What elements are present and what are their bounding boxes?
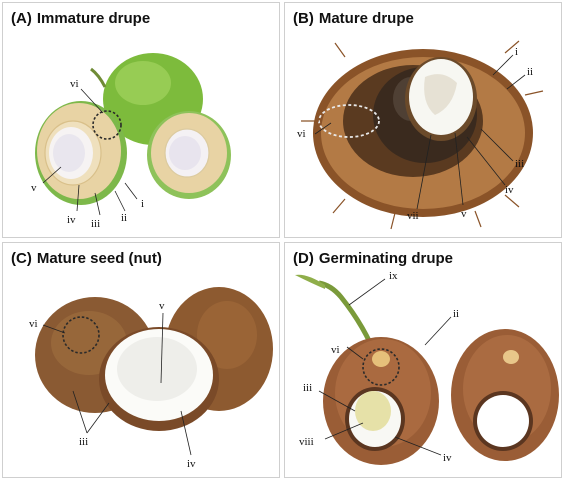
label-b-vii: vii bbox=[407, 210, 419, 222]
panel-b-illustration: i ii vi iii iv v vii bbox=[297, 40, 544, 230]
panel-d-illustration: ix ii vi iii viii iv bbox=[295, 270, 559, 465]
panel-mature-drupe: (B)Mature drupe bbox=[284, 2, 562, 238]
endosperm-cavity bbox=[424, 74, 457, 115]
panel-c-illustration: vi v iii iv bbox=[29, 287, 273, 470]
shoot-leaf bbox=[295, 274, 325, 289]
label-c-vi: vi bbox=[29, 318, 38, 330]
eye-region-circle bbox=[92, 110, 122, 140]
label-c-iii: iii bbox=[79, 436, 88, 448]
panel-d-title: (D)Germinating drupe bbox=[293, 250, 453, 267]
label-d-iii: iii bbox=[303, 382, 312, 394]
panel-d-title-text: Germinating drupe bbox=[318, 250, 454, 267]
label-d-ix: ix bbox=[389, 270, 398, 282]
embryo-eye bbox=[372, 351, 390, 367]
label-a-iii: iii bbox=[91, 218, 100, 230]
label-c-v: v bbox=[159, 300, 165, 312]
stalk bbox=[90, 67, 107, 88]
panel-c-tag: (C) bbox=[11, 250, 32, 267]
label-d-vi: vi bbox=[331, 344, 340, 356]
label-b-v: v bbox=[461, 208, 467, 220]
right-half-cavity bbox=[169, 136, 201, 170]
label-b-ii: ii bbox=[527, 66, 533, 78]
label-b-iii: iii bbox=[515, 158, 524, 170]
label-d-ii: ii bbox=[453, 308, 459, 320]
germinating-right-eye bbox=[503, 350, 519, 364]
cut-half-inner bbox=[117, 337, 197, 401]
panel-mature-seed: (C)Mature seed (nut) vi v iii iv bbox=[2, 242, 280, 478]
panel-a-title-text: Immature drupe bbox=[36, 10, 151, 27]
panel-b-title-text: Mature drupe bbox=[318, 10, 414, 27]
panel-c-title-text: Mature seed (nut) bbox=[36, 250, 162, 267]
panel-a-illustration: vi v iv iii ii i bbox=[31, 53, 231, 230]
panel-b-tag: (B) bbox=[293, 10, 314, 27]
label-a-ii: ii bbox=[121, 212, 127, 224]
label-d-iv: iv bbox=[443, 452, 452, 464]
panel-d-tag: (D) bbox=[293, 250, 314, 267]
panel-germinating-drupe: (D)Germinating drupe bbox=[284, 242, 562, 478]
eye-region-circle-c bbox=[62, 316, 100, 354]
label-b-iv: iv bbox=[505, 184, 514, 196]
left-half-cavity bbox=[53, 134, 85, 172]
label-a-iv: iv bbox=[67, 214, 76, 226]
label-d-viii: viii bbox=[299, 436, 314, 448]
whole-nut-right-texture bbox=[197, 301, 257, 369]
panel-a-tag: (A) bbox=[11, 10, 32, 27]
panel-c-title: (C)Mature seed (nut) bbox=[11, 250, 162, 267]
green-drupe-highlight bbox=[115, 61, 171, 105]
label-a-i: i bbox=[141, 198, 144, 210]
label-a-vi: vi bbox=[70, 78, 79, 90]
panel-a-title: (A)Immature drupe bbox=[11, 10, 150, 27]
panel-b-title: (B)Mature drupe bbox=[293, 10, 414, 27]
panel-immature-drupe: (A)Immature drupe bbox=[2, 2, 280, 238]
fiber-strands bbox=[301, 40, 544, 230]
label-b-i: i bbox=[515, 46, 518, 58]
label-a-v: v bbox=[31, 182, 37, 194]
label-b-vi: vi bbox=[297, 128, 306, 140]
label-c-iv: iv bbox=[187, 458, 196, 470]
eye-region-circle-d bbox=[362, 348, 400, 386]
germinating-right-endosperm bbox=[477, 395, 529, 447]
haustorium bbox=[355, 391, 391, 431]
